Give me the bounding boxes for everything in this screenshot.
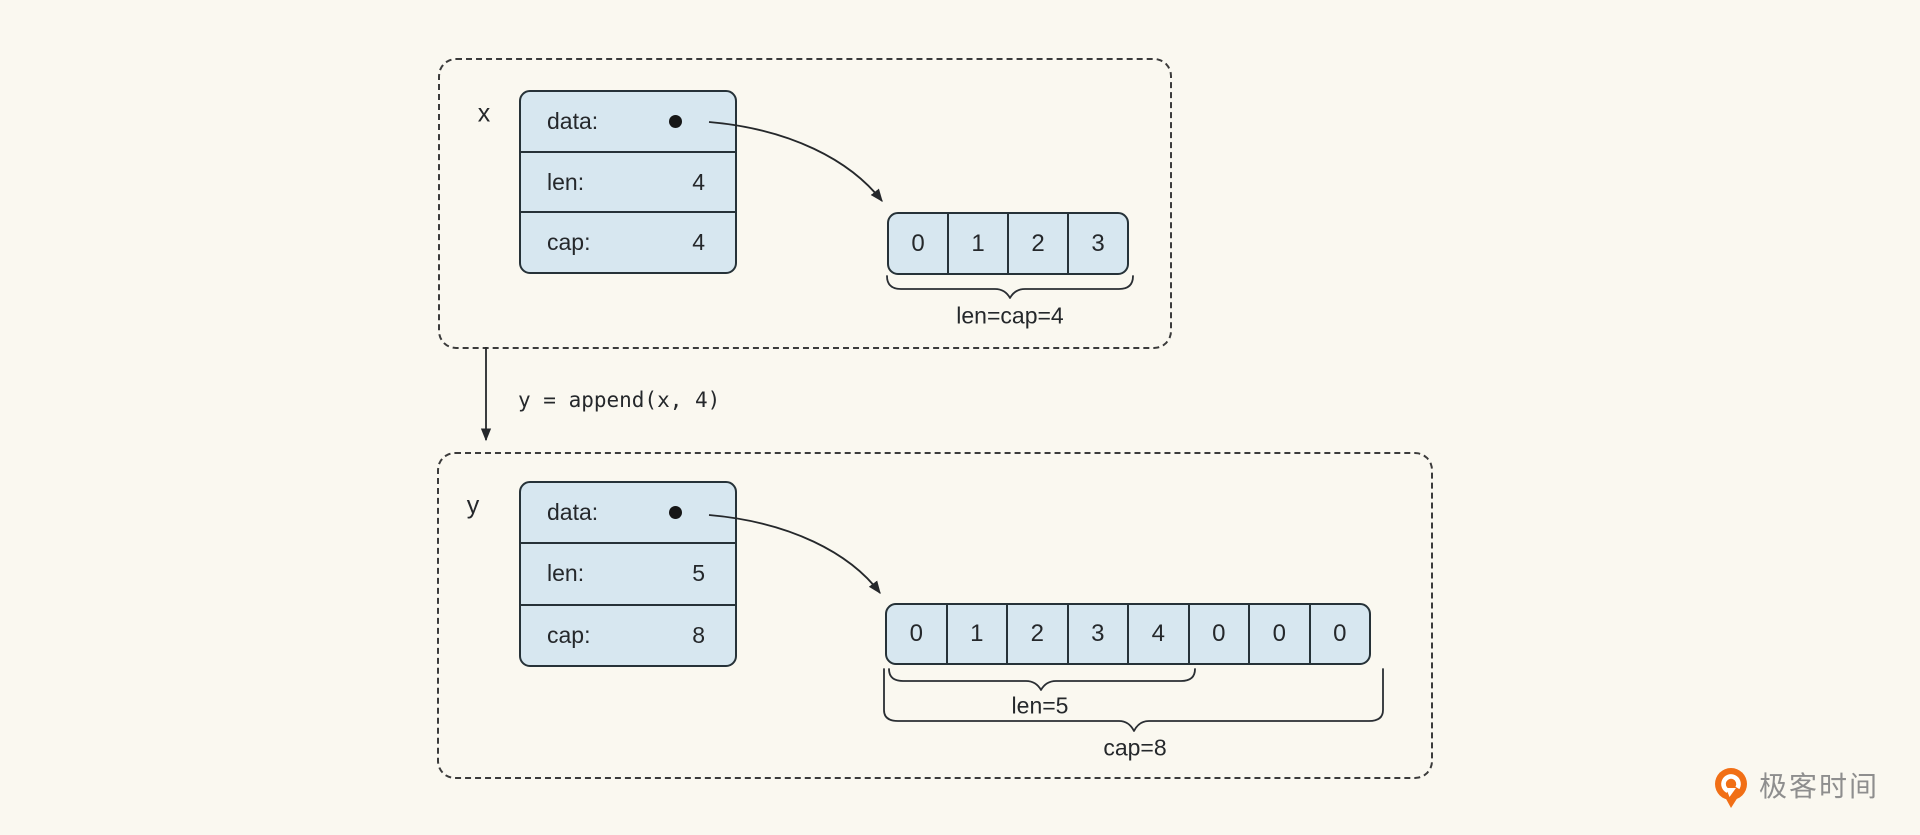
var-label-y: y [466,491,480,520]
field-label-data: data: [547,499,599,526]
field-row-cap: cap: 8 [521,603,735,665]
array-cell: 0 [1187,603,1250,665]
geektime-logo-icon [1715,768,1747,808]
backing-array-y: 0 1 2 3 4 0 0 0 [885,603,1371,665]
group-box-slice-y [437,452,1433,779]
array-cell: 3 [1067,212,1129,275]
array-cell: 2 [1007,212,1069,275]
geektime-logo-text: 极客时间 [1759,771,1880,802]
slice-header-x: data: len: 4 cap: 4 [519,90,737,274]
field-value-len: 4 [692,168,705,195]
append-expression: y = append(x, 4) [518,388,721,412]
field-label-len: len: [547,168,585,195]
group-box-slice-x [438,58,1172,349]
field-label-data: data: [547,107,599,134]
backing-array-x: 0 1 2 3 [887,212,1129,275]
pointer-dot [669,506,682,520]
array-cell: 4 [1127,603,1190,665]
geektime-logo: 极客时间 [1712,764,1879,810]
field-row-data: data: [521,483,735,542]
array-cell: 0 [1248,603,1311,665]
field-row-len: len: 5 [521,542,735,603]
field-value-cap: 8 [692,621,705,648]
slice-header-y: data: len: 5 cap: 8 [519,481,737,667]
array-cell: 1 [945,603,1008,665]
field-label-cap: cap: [547,229,591,256]
field-row-data: data: [521,92,735,151]
field-label-cap: cap: [547,621,591,648]
cap-brace-label: cap=8 [1103,734,1167,761]
len-cap-brace-label: len=cap=4 [956,302,1064,329]
array-cell: 3 [1066,603,1129,665]
field-row-cap: cap: 4 [521,211,735,272]
array-cell: 0 [885,603,948,665]
array-cell: 0 [887,212,949,275]
field-label-len: len: [547,560,585,587]
len-brace-label: len=5 [1011,692,1069,719]
array-cell: 0 [1308,603,1371,665]
field-value-cap: 4 [692,229,705,256]
field-row-len: len: 4 [521,150,735,212]
field-value-len: 5 [692,560,705,587]
array-cell: 2 [1006,603,1069,665]
pointer-dot [669,114,682,128]
var-label-x: x [477,99,491,128]
array-cell: 1 [947,212,1009,275]
